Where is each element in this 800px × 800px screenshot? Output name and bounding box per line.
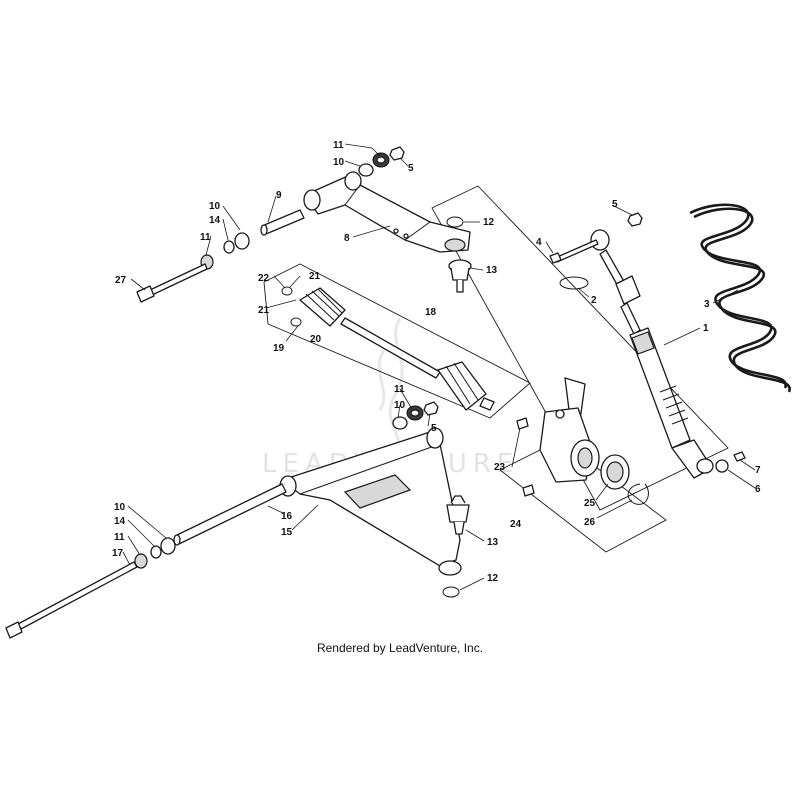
bushing-upper-10 — [234, 232, 250, 250]
bolt-lower-17 — [5, 561, 138, 639]
callout-25: 25 — [584, 498, 596, 509]
callout-10-lower: 10 — [394, 400, 406, 411]
nut-lower-5 — [423, 401, 439, 416]
bolt-upper-27 — [136, 263, 208, 303]
seal-top-11-inner — [376, 156, 386, 164]
callout-7: 7 — [755, 465, 761, 476]
shock-group-frame — [431, 185, 729, 511]
nut-top-5 — [389, 146, 405, 161]
callout-12-lower: 12 — [487, 573, 499, 584]
clip-22 — [281, 286, 293, 296]
callout-13-lower: 13 — [487, 537, 499, 548]
spacer-upper-14 — [223, 240, 235, 254]
callout-20: 20 — [310, 334, 322, 345]
callouts: 11 10 5 9 10 14 11 27 8 12 13 22 21 21 1… — [112, 140, 761, 584]
callout-10-upper: 10 — [209, 201, 221, 212]
cv-axle — [299, 287, 495, 411]
bolt-4-head — [549, 252, 562, 264]
callout-14-bottom: 14 — [114, 516, 126, 527]
callout-19: 19 — [273, 343, 285, 354]
callout-11-top: 11 — [333, 140, 344, 151]
callout-21-top: 21 — [309, 271, 321, 282]
knuckle-bolt-bottom — [522, 484, 535, 497]
washer-6 — [715, 459, 729, 473]
callout-12-upper: 12 — [483, 217, 495, 228]
shock-absorber — [590, 229, 714, 479]
callout-24: 24 — [510, 519, 522, 530]
pivot-tube-lower — [174, 483, 287, 545]
nut-shock-top-5 — [627, 212, 643, 227]
bushing-lower-front-10 — [392, 416, 408, 430]
callout-4: 4 — [536, 237, 542, 248]
callout-3: 3 — [704, 299, 710, 310]
lower-a-arm — [279, 427, 462, 576]
callout-1: 1 — [703, 323, 709, 334]
retaining-ring-26 — [627, 483, 649, 505]
callout-13-upper: 13 — [486, 265, 498, 276]
pivot-tube-lower-end — [173, 534, 181, 546]
callout-8: 8 — [344, 233, 350, 244]
pivot-tube-upper-end — [260, 224, 268, 236]
callout-17: 17 — [112, 548, 124, 559]
knuckle-bolt-top — [516, 417, 529, 430]
upper-a-arm — [303, 171, 471, 253]
snap-ring-upper-12 — [446, 216, 464, 228]
bolt-7 — [733, 451, 746, 462]
callout-23: 23 — [494, 462, 506, 473]
bushing-top-10 — [358, 163, 374, 177]
callout-5-top: 5 — [408, 163, 414, 174]
callout-11-bottom: 11 — [114, 532, 125, 543]
coil-spring — [689, 203, 791, 393]
steering-knuckle — [539, 377, 600, 483]
spacer-lower-14 — [150, 545, 162, 559]
callout-9: 9 — [276, 190, 282, 201]
callout-16: 16 — [281, 511, 293, 522]
leader-lines — [122, 143, 756, 591]
part-2 — [559, 276, 589, 290]
callout-26: 26 — [584, 517, 596, 528]
callout-6: 6 — [755, 484, 761, 495]
bolt-4 — [554, 239, 599, 263]
clip-20 — [290, 317, 302, 327]
callout-21-bottom: 21 — [258, 305, 270, 316]
bushing-lower-10 — [160, 537, 176, 555]
callout-2: 2 — [591, 295, 597, 306]
cv-axle-group-frame — [263, 263, 531, 419]
ball-joint-upper-13 — [448, 259, 472, 293]
callout-11-upper: 11 — [200, 232, 211, 243]
footer-credit: Rendered by LeadVenture, Inc. — [316, 641, 484, 655]
callout-27: 27 — [115, 275, 127, 286]
callout-5-lower: 5 — [431, 423, 437, 434]
ball-joint-lower-13 — [446, 495, 470, 535]
callout-15: 15 — [281, 527, 293, 538]
snap-ring-lower-12 — [442, 586, 460, 598]
callout-5-shock: 5 — [612, 199, 618, 210]
callout-22: 22 — [258, 273, 270, 284]
callout-10-bottom: 10 — [114, 502, 126, 513]
callout-11-lower: 11 — [394, 384, 405, 395]
washer-lower-11 — [134, 553, 148, 569]
seal-lower-11-inner — [410, 409, 420, 417]
callout-18: 18 — [425, 307, 437, 318]
callout-14-upper: 14 — [209, 215, 221, 226]
callout-10-top: 10 — [333, 157, 345, 168]
bearing-25 — [600, 454, 630, 490]
